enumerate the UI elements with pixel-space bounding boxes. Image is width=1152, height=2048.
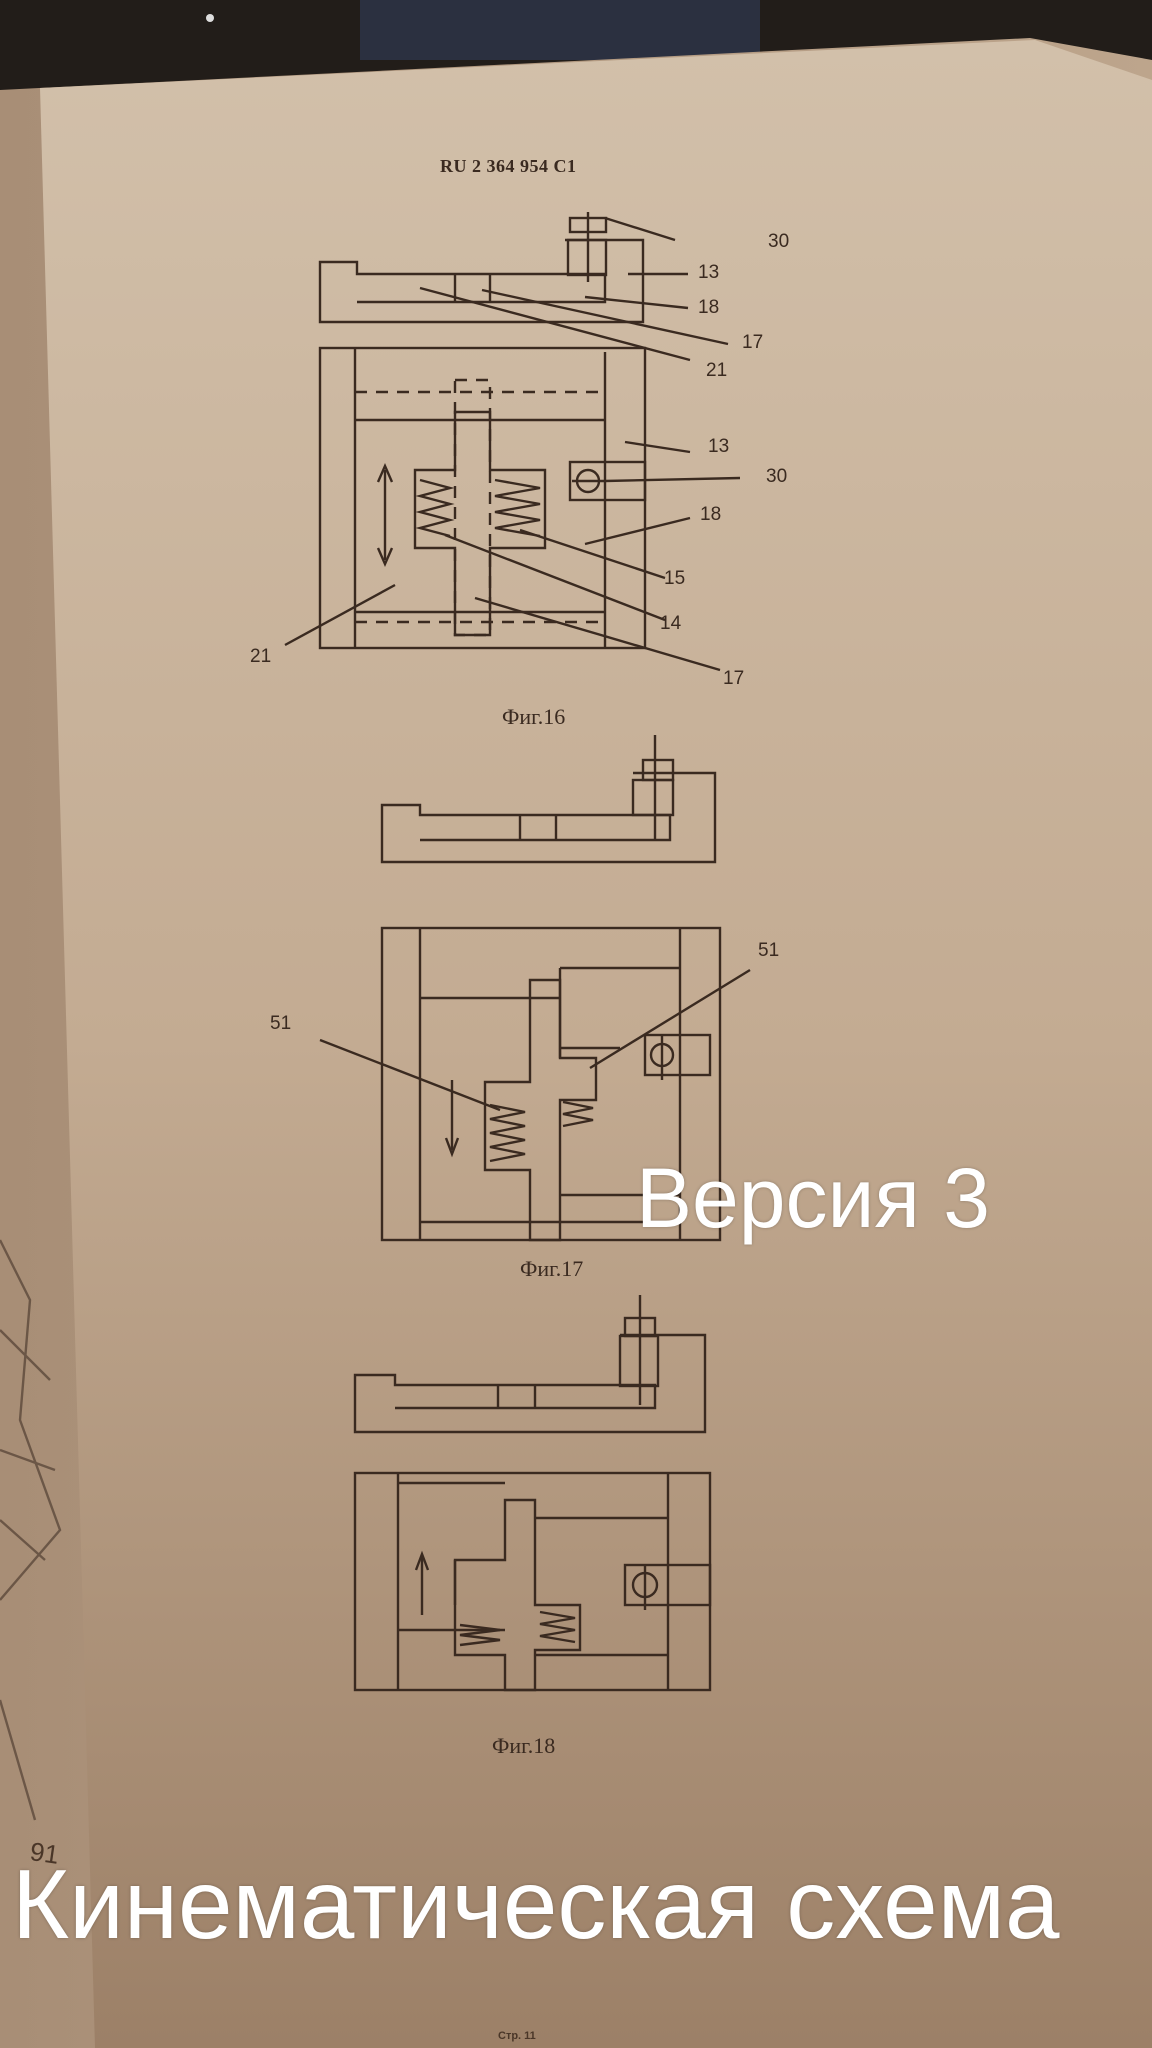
callout-label: 51 <box>758 940 780 961</box>
figure-17-drawing <box>319 735 751 1242</box>
callout-label: 30 <box>766 466 788 487</box>
callout-label: 51 <box>270 1013 292 1034</box>
callout-label: 17 <box>742 332 764 353</box>
figure-caption: Фиг.16 <box>502 704 566 729</box>
page-number: Стр. 11 <box>498 2030 536 2042</box>
callout-label: 30 <box>768 231 790 252</box>
figure-caption: Фиг.17 <box>520 1256 584 1281</box>
callout-label: 13 <box>698 262 720 283</box>
callout-label: 17 <box>723 668 745 689</box>
title-overlay: Кинематическая схема <box>12 1849 1060 1959</box>
callout-label: 14 <box>660 613 682 634</box>
patent-header: RU 2 364 954 C1 <box>440 156 577 176</box>
figure-18-drawing <box>353 1295 712 1692</box>
figure-16-drawing <box>284 212 741 672</box>
callout-label: 18 <box>698 297 720 318</box>
version-overlay: Версия 3 <box>636 1151 990 1245</box>
callout-label: 18 <box>700 504 722 525</box>
callout-label: 21 <box>250 646 272 667</box>
left-page-sketch <box>0 1239 62 1821</box>
callout-label: 15 <box>664 568 686 589</box>
callout-label: 21 <box>706 360 728 381</box>
callout-label: 13 <box>708 436 730 457</box>
figure-caption: Фиг.18 <box>492 1733 556 1758</box>
